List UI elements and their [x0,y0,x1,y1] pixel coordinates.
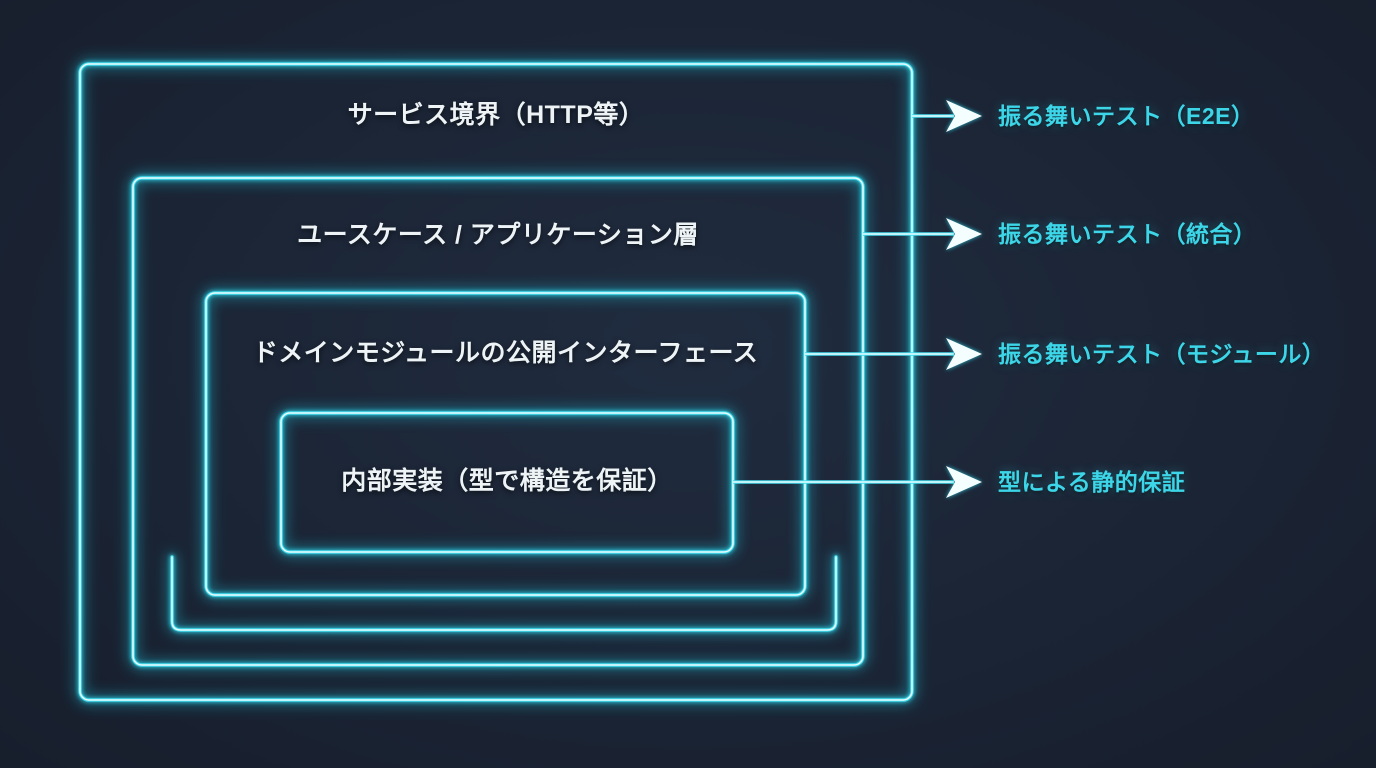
layer-title-service: サービス境界（HTTP等） [347,101,645,129]
arrow-right-icon [946,218,982,250]
test-label-module: 振る舞いテスト（モジュール） [998,341,1326,367]
test-label-e2e: 振る舞いテスト（E2E） [998,103,1255,129]
arrow-right-icon [946,466,982,498]
test-label-static: 型による静的保証 [998,469,1186,495]
test-label-integration: 振る舞いテスト（統合） [998,221,1257,247]
arrow-integration [863,218,982,250]
layer-title-domain: ドメインモジュールの公開インターフェース [252,339,759,367]
layer-title-internal: 内部実装（型で構造を保証） [341,467,673,495]
arrow-right-icon [946,100,982,132]
layer-title-usecase: ユースケース / アプリケーション層 [297,221,699,249]
arrow-static [733,466,982,498]
arrow-module [805,338,982,370]
arrow-e2e [912,100,982,132]
arrow-right-icon [946,338,982,370]
